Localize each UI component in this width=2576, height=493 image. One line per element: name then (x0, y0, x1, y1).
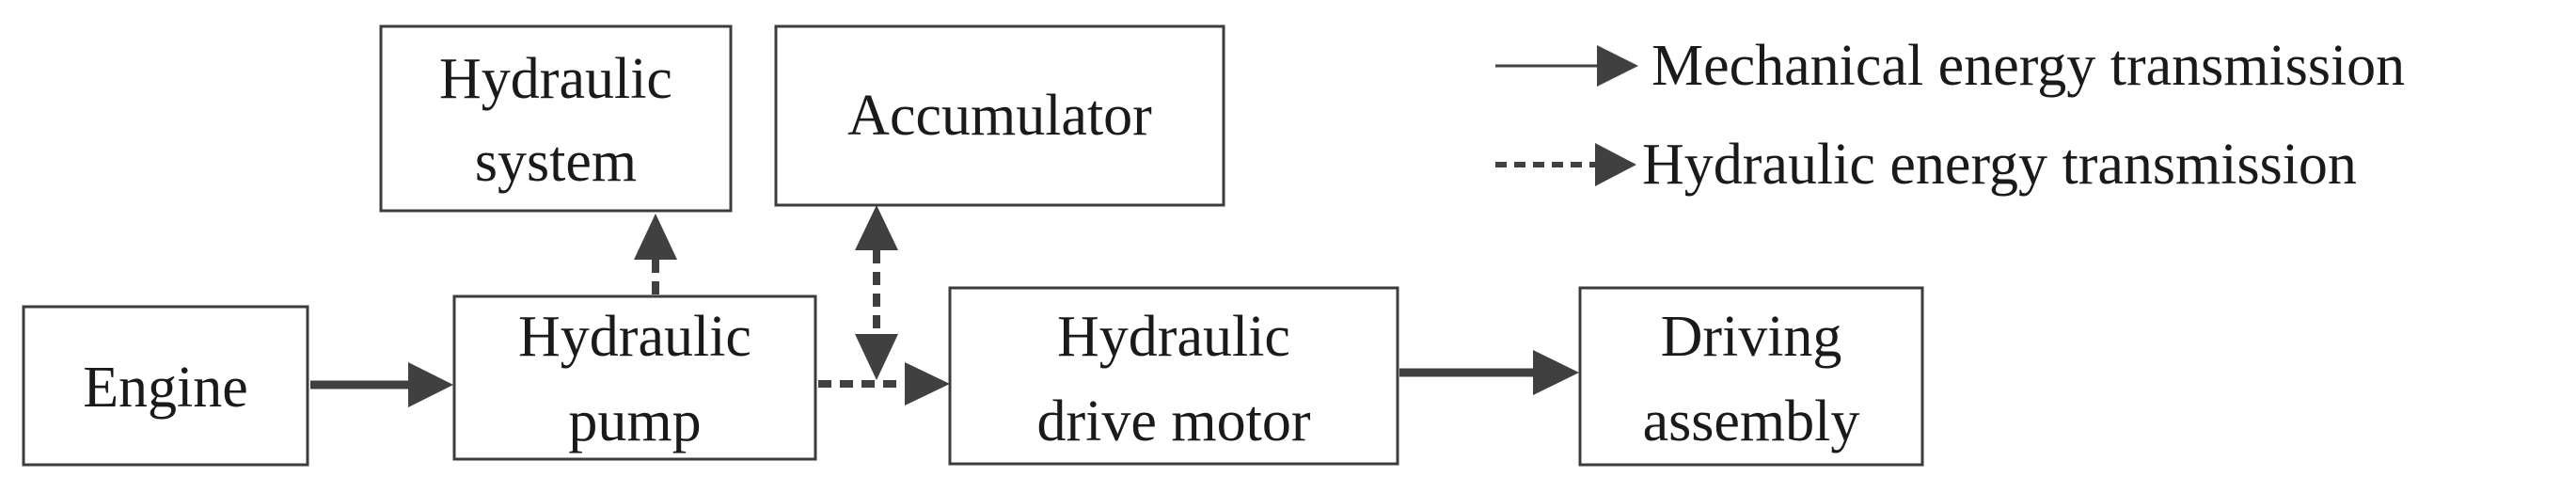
node-accumulator: Accumulator (774, 24, 1225, 207)
edge-accumulator-up-arrowhead (855, 205, 898, 250)
node-driving-assembly-label-line2: assembly (1643, 390, 1860, 453)
legend-solid-arrowhead-icon (1597, 45, 1638, 87)
node-hydraulic-pump-box (452, 294, 817, 461)
node-hydraulic-system-label-line2: system (475, 130, 637, 194)
legend-item-hydraulic: Hydraulic energy transmission (1495, 133, 2357, 197)
legend-hydraulic-label: Hydraulic energy transmission (1642, 133, 2357, 197)
edge-hydraulic-pump-to-hydraulic-system-arrowhead (634, 214, 677, 260)
edge-accumulator-to-hydraulic-drive-motor (855, 205, 898, 380)
node-driving-assembly: Driving assembly (1578, 286, 1924, 467)
edge-hydraulic-pump-to-hydraulic-drive-motor (818, 362, 950, 406)
node-hydraulic-pump-label-line2: pump (568, 390, 701, 453)
edge-accumulator-down-arrowhead (855, 334, 898, 380)
node-hydraulic-drive-motor-label-line2: drive motor (1037, 390, 1311, 453)
node-hydraulic-system-box (379, 24, 733, 213)
edge-hydraulic-pump-to-hydraulic-drive-motor-arrowhead (905, 362, 950, 406)
node-hydraulic-system-label-line1: Hydraulic (439, 47, 672, 111)
node-hydraulic-pump: Hydraulic pump (452, 294, 817, 461)
edge-engine-to-hydraulic-pump (310, 362, 453, 407)
edge-engine-to-hydraulic-pump-arrowhead (408, 362, 453, 407)
node-engine-label: Engine (83, 356, 248, 420)
node-accumulator-label: Accumulator (847, 84, 1152, 148)
node-driving-assembly-label-line1: Driving (1661, 305, 1842, 369)
edge-hydraulic-pump-to-hydraulic-system (634, 214, 677, 294)
legend: Mechanical energy transmission Hydraulic… (1495, 34, 2405, 197)
node-engine: Engine (22, 305, 309, 467)
edge-hydraulic-drive-motor-to-driving-assembly (1399, 350, 1579, 395)
node-hydraulic-system: Hydraulic system (379, 24, 733, 213)
node-hydraulic-drive-motor-box (948, 286, 1399, 466)
legend-item-mechanical: Mechanical energy transmission (1495, 34, 2405, 98)
node-hydraulic-drive-motor-label-line1: Hydraulic (1057, 305, 1290, 369)
node-accumulator-box (774, 24, 1225, 207)
node-hydraulic-drive-motor: Hydraulic drive motor (948, 286, 1399, 466)
legend-mechanical-label: Mechanical energy transmission (1651, 34, 2405, 98)
legend-dashed-arrowhead-icon (1595, 143, 1636, 186)
node-engine-box (22, 305, 309, 467)
node-driving-assembly-box (1578, 286, 1924, 467)
node-hydraulic-pump-label-line1: Hydraulic (518, 305, 751, 369)
edge-hydraulic-drive-motor-to-driving-assembly-arrowhead (1533, 350, 1579, 395)
